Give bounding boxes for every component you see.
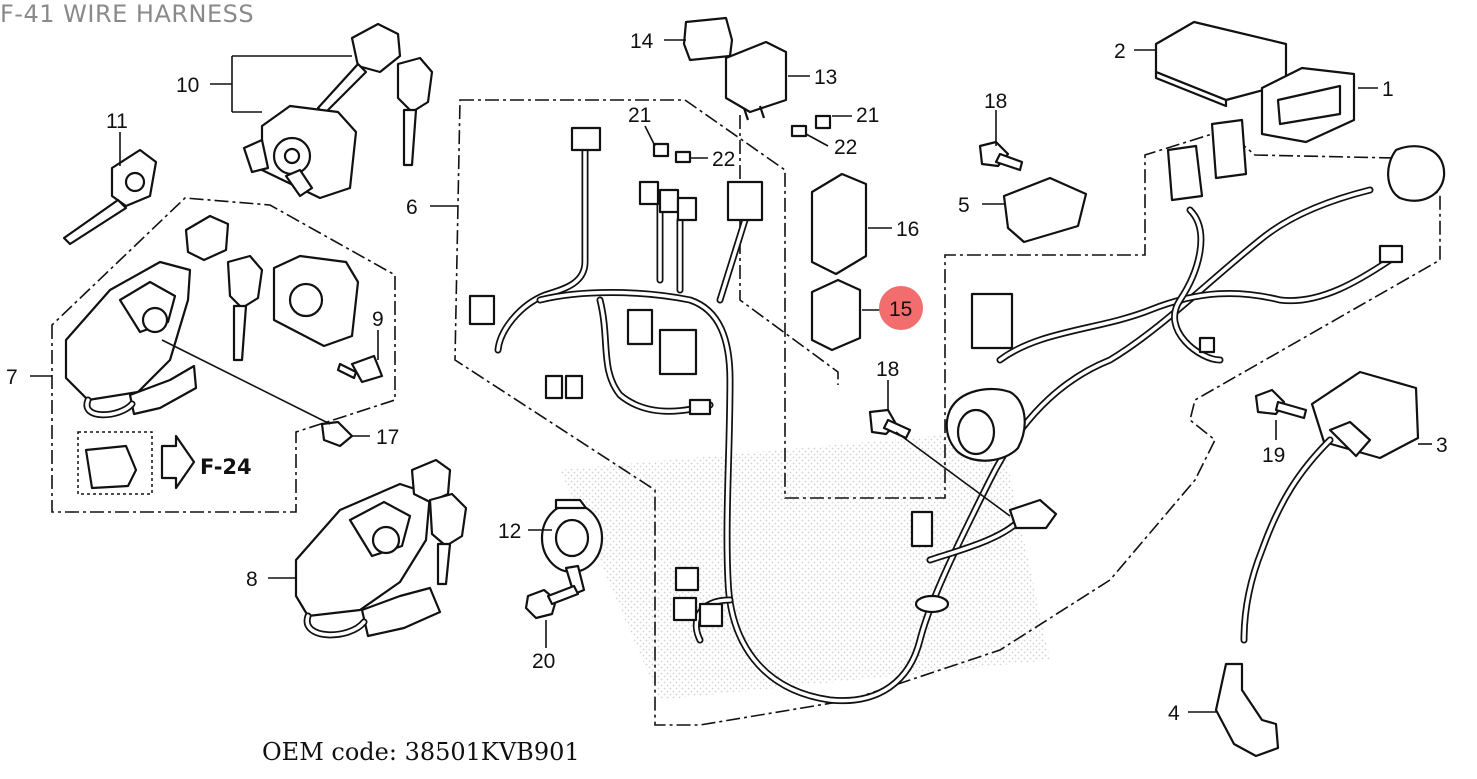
callout-11: 11: [106, 110, 128, 133]
part-14-fuse-holder: [682, 16, 734, 62]
part-9-screw: [336, 354, 384, 384]
group-outline-6: [454, 99, 1441, 726]
group-outline-7: [51, 197, 396, 513]
callout-13: 13: [814, 66, 837, 89]
part-16-unit: [810, 172, 868, 276]
part-20-bolt: [524, 584, 580, 620]
callout-3: 3: [1436, 434, 1448, 457]
callout-7: 7: [6, 366, 18, 389]
callout-18b: 18: [876, 358, 899, 381]
part-3-ignition-coil: [1240, 370, 1420, 644]
callout-19: 19: [1262, 444, 1285, 467]
callout-22a: 22: [712, 148, 735, 171]
callout-21a: 21: [628, 104, 651, 127]
part-8-ignition-switch: [294, 458, 468, 639]
part-5-bracket: [1002, 176, 1088, 244]
callout-5: 5: [958, 194, 970, 217]
part-10-key-set: [242, 22, 434, 200]
oem-code: OEM code: 38501KVB901: [262, 738, 580, 766]
part-11-key: [62, 148, 158, 246]
callout-15: 15: [889, 298, 912, 321]
ref-f24-label: F-24: [200, 455, 252, 479]
callout-10: 10: [176, 74, 199, 97]
callout-18a: 18: [984, 90, 1007, 113]
callout-21b: 21: [856, 104, 879, 127]
callout-17: 17: [376, 426, 399, 449]
part-12-horn: [540, 498, 604, 596]
leader-lines: [30, 39, 1432, 713]
callout-16: 16: [896, 218, 919, 241]
part-18-bolt-top: [978, 140, 1024, 172]
watermark-stipple: [560, 430, 1050, 700]
reference-f24: F-24: [77, 431, 252, 495]
callout-15-highlight: [879, 286, 923, 330]
part-18-bolt-mid: [868, 408, 912, 440]
part-19-bolt: [1254, 388, 1308, 420]
callout-22b: 22: [834, 136, 857, 159]
part-22-fuses: [674, 124, 808, 164]
callout-4: 4: [1168, 702, 1180, 725]
part-21-fuses: [652, 114, 832, 158]
callout-2: 2: [1114, 40, 1126, 63]
part-7-ignition-switch: [64, 214, 360, 419]
callout-8: 8: [246, 568, 258, 591]
callout-1: 1: [1382, 78, 1394, 101]
callout-9: 9: [372, 308, 384, 331]
part-1-rubber-cover: [1260, 66, 1356, 144]
part-15-relay: [810, 278, 862, 352]
callout-12: 12: [498, 520, 521, 543]
part-13-relay: [724, 40, 788, 121]
part-4-plug-cap: [1214, 662, 1280, 758]
part-6-wire-harness: [468, 126, 1404, 705]
outline-inner-15: [739, 115, 839, 385]
part-6-connectors-right: [1166, 118, 1446, 202]
callouts: 1 2 3 4 5 6 7 8 9 10 11 12 13 14 15 16 1…: [6, 30, 1448, 725]
callout-20: 20: [532, 650, 555, 673]
callout-14: 14: [630, 30, 654, 53]
part-17-screw: [320, 420, 354, 448]
callout-6: 6: [406, 196, 418, 219]
page-title: F-41 WIRE HARNESS: [0, 0, 255, 28]
